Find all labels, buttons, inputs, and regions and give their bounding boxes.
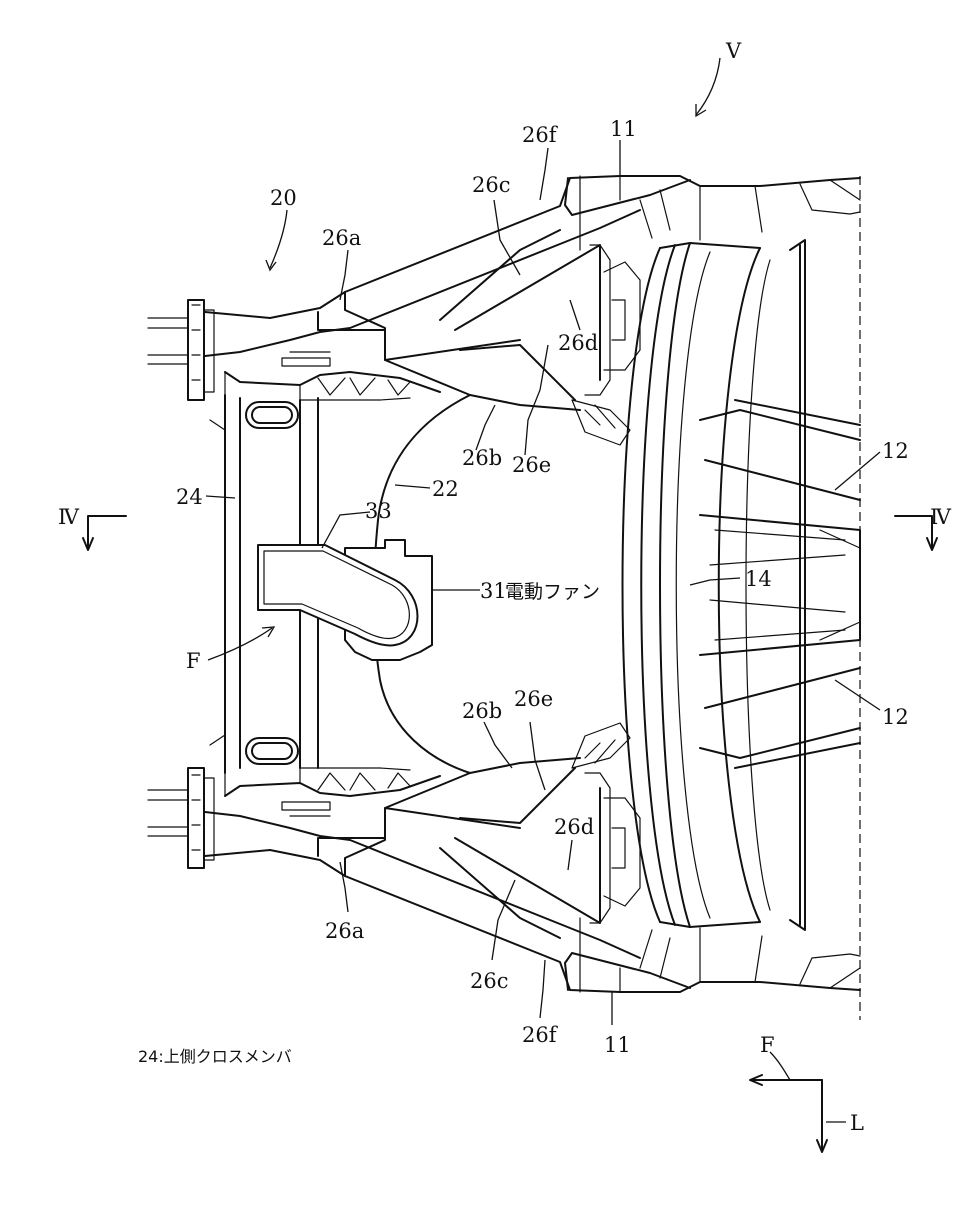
side-members-12 <box>699 399 861 769</box>
section-marker-left <box>82 515 127 551</box>
label-IV-left: Ⅳ <box>58 505 80 529</box>
label-24: 24 <box>176 485 203 509</box>
label-33: 33 <box>365 499 392 523</box>
label-26b-top: 26b <box>462 446 502 470</box>
direction-left-label: L <box>850 1111 864 1135</box>
label-26e-top: 26e <box>512 453 551 477</box>
label-26f-top: 26f <box>522 123 559 147</box>
label-26d-bot: 26d <box>554 815 594 839</box>
label-22: 22 <box>432 477 459 501</box>
leader-lines <box>205 57 881 1025</box>
lower-side-frame <box>204 722 861 993</box>
label-12-top: 12 <box>882 439 909 463</box>
label-20: 20 <box>270 186 297 210</box>
label-26b-bot: 26b <box>462 699 502 723</box>
label-26a-bot: 26a <box>325 919 364 943</box>
label-26f-bot: 26f <box>522 1023 559 1047</box>
label-11-top: 11 <box>610 117 637 141</box>
label-11-bot: 11 <box>604 1033 631 1057</box>
label-IV-right: Ⅳ <box>930 505 952 529</box>
label-F-airflow: F <box>186 649 201 673</box>
caption: 24:上側クロスメンバ <box>138 1047 292 1066</box>
label-26c-bot: 26c <box>470 969 508 993</box>
label-31-electric-fan: 電動ファン <box>505 581 600 603</box>
label-26d-top: 26d <box>558 331 598 355</box>
direction-forward-label: F <box>760 1033 775 1057</box>
label-26e-bot: 26e <box>514 687 553 711</box>
direction-indicator <box>749 1051 846 1153</box>
label-14: 14 <box>745 567 772 591</box>
label-31: 31 <box>480 579 507 603</box>
duct-33 <box>257 544 419 647</box>
left-mount-flanges <box>147 299 215 869</box>
section-marker-right <box>894 515 938 551</box>
label-26c-top: 26c <box>472 173 510 197</box>
label-V: V <box>725 39 742 63</box>
upper-side-frame <box>204 175 861 446</box>
label-12-bot: 12 <box>882 705 909 729</box>
label-26a-top: 26a <box>322 226 361 250</box>
bumper-beam-14 <box>621 239 806 931</box>
